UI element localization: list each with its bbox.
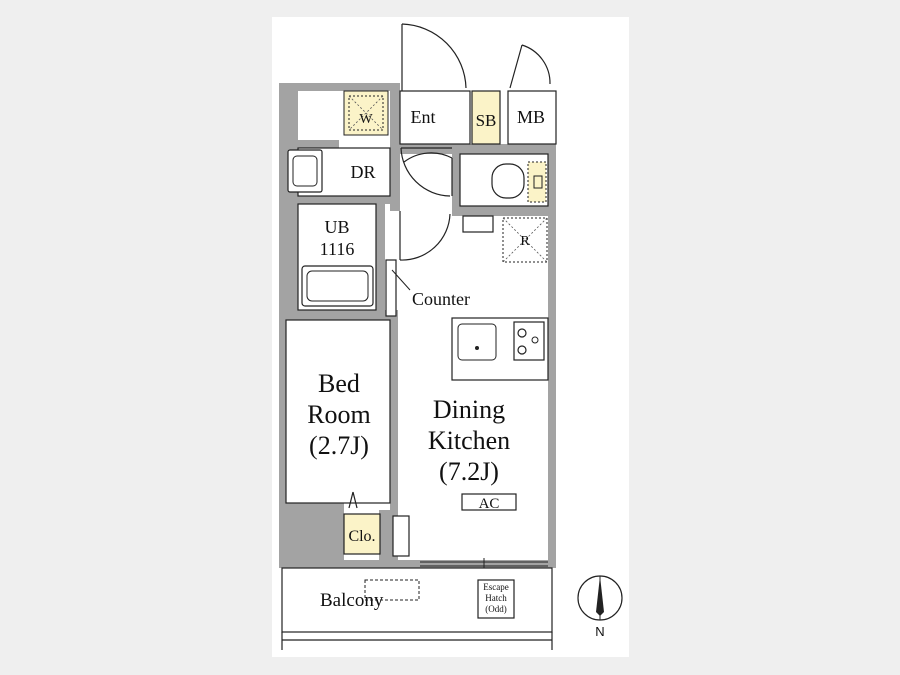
unit-bath-label-2: 1116 xyxy=(320,239,355,259)
meter-box-area xyxy=(507,90,557,145)
dk-label-2: Kitchen xyxy=(428,426,510,455)
dk-label-3: (7.2J) xyxy=(439,457,499,486)
bedroom-area xyxy=(285,319,391,504)
washer-label: W xyxy=(359,112,373,127)
wall-bath-right xyxy=(376,204,385,310)
dk-label-1: Dining xyxy=(433,395,505,424)
wall-toilet-left xyxy=(452,154,460,208)
bed-door-panel xyxy=(392,515,410,557)
refrigerator-space xyxy=(502,217,548,263)
shoe-box xyxy=(471,90,501,145)
wall-right xyxy=(548,144,556,568)
counter-label: Counter xyxy=(412,289,470,309)
kitchen-sink xyxy=(457,323,497,361)
north-arrow-icon xyxy=(577,575,623,621)
toilet-bowl xyxy=(491,163,525,199)
wall-bath-bottom xyxy=(279,310,399,320)
small-shelf xyxy=(462,215,494,233)
wall-top-left xyxy=(279,83,400,91)
escape-label-3: (Odd) xyxy=(485,604,507,614)
toilet-door xyxy=(403,152,453,196)
wall-bed-right xyxy=(390,320,398,510)
balcony-label: Balcony xyxy=(320,590,384,611)
meter-box-door xyxy=(509,44,551,89)
escape-hatch xyxy=(477,579,515,619)
toilet-storage xyxy=(527,161,547,203)
north-label: N xyxy=(595,624,604,639)
outdoor-unit xyxy=(364,579,420,601)
kitchen-counter xyxy=(451,317,549,381)
balcony-window xyxy=(420,558,548,568)
washer-dashed xyxy=(348,95,384,131)
wall-dr-top xyxy=(279,140,339,148)
escape-label-2: Hatch xyxy=(485,593,507,603)
closet xyxy=(343,513,381,555)
wall-ent-left xyxy=(390,91,400,211)
bath-door xyxy=(399,211,451,261)
bathtub xyxy=(301,265,374,307)
wall-bed-bottom-left xyxy=(279,503,344,568)
wall-bottom xyxy=(279,560,555,568)
bedroom-label-3: (2.7J) xyxy=(309,431,369,460)
dr-door xyxy=(400,147,452,197)
wall-toilet-bottom xyxy=(452,206,556,216)
washbasin xyxy=(287,149,323,193)
aircon-label: AC xyxy=(479,496,500,512)
dressing-room-label: DR xyxy=(350,162,375,182)
entrance-area xyxy=(399,90,471,145)
escape-label-1: Escape xyxy=(483,582,508,592)
entrance-label: Ent xyxy=(411,107,436,127)
air-conditioner xyxy=(461,493,517,511)
counter xyxy=(385,259,397,317)
stove xyxy=(513,321,545,361)
closet-door xyxy=(348,491,358,509)
refrigerator-label: R xyxy=(520,234,530,249)
front-door xyxy=(401,23,467,91)
meter-box-label: MB xyxy=(517,107,545,127)
bedroom-label-1: Bed xyxy=(318,369,360,398)
unit-bath-label-1: UB xyxy=(324,217,349,237)
wall-dr-bottom xyxy=(298,196,398,204)
wall-toilet-top xyxy=(400,144,556,154)
closet-label: Clo. xyxy=(348,528,375,545)
shoe-box-label: SB xyxy=(476,111,497,130)
bedroom-label-2: Room xyxy=(307,400,371,429)
